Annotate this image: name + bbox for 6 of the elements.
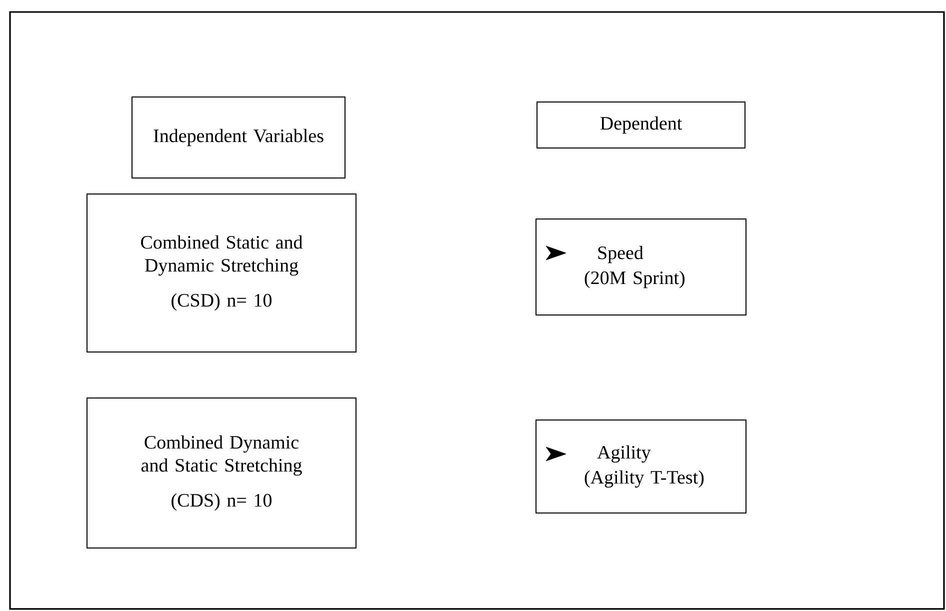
variable-box: Dependent: [536, 102, 746, 148]
variable-box: Independent Variables: [132, 96, 346, 178]
variable-box: Combined Dynamic and Static Stretching (CDS) n= 10: [86, 397, 356, 548]
measure-box: Agility (Agility T-Test): [536, 419, 746, 514]
variable-box: Combined Static and Dynamic Stretching (CSD) n= 10: [86, 194, 356, 352]
measure-box: Speed (20M Sprint): [536, 218, 746, 316]
